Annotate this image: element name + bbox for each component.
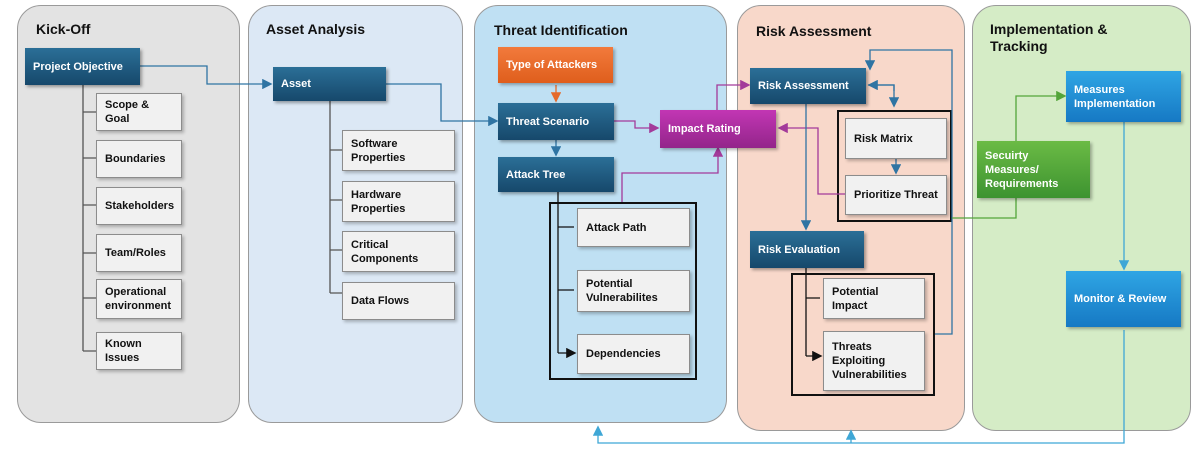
data-flows-node: Data Flows xyxy=(342,282,455,320)
boundaries-node: Boundaries xyxy=(96,140,182,178)
known-issues-node: Known Issues xyxy=(96,332,182,370)
dependencies-node: Dependencies xyxy=(577,334,690,374)
risk-evaluation-node: Risk Evaluation xyxy=(750,231,864,268)
monitor-review-node: Monitor & Review xyxy=(1066,271,1181,327)
phase-title-asset-analysis: Asset Analysis xyxy=(266,21,366,37)
potential-impact-node: Potential Impact xyxy=(823,278,925,319)
software-properties-node: Software Properties xyxy=(342,130,455,171)
potential-vulnerabilities-node: Potential Vulnerabilites xyxy=(577,270,690,312)
project-objective-node: Project Objective xyxy=(25,48,140,85)
phase-implementation xyxy=(972,5,1191,431)
critical-components-node: Critical Components xyxy=(342,231,455,272)
asset-node: Asset xyxy=(273,67,386,101)
risk-matrix-node: Risk Matrix xyxy=(845,118,947,159)
type-of-attackers-node: Type of Attackers xyxy=(498,47,613,83)
threat-scenario-node: Threat Scenario xyxy=(498,103,614,140)
risk-assessment-node: Risk Assessment xyxy=(750,68,866,104)
stakeholders-node: Stakeholders xyxy=(96,187,182,225)
security-measures-requirements-node: Secuirty Measures/ Requirements xyxy=(977,141,1090,198)
scope-goal-node: Scope & Goal xyxy=(96,93,182,131)
measures-implementation-node: Measures Implementation xyxy=(1066,71,1181,122)
phase-title-risk-assessment: Risk Assessment xyxy=(756,23,872,39)
hardware-properties-node: Hardware Properties xyxy=(342,181,455,222)
attack-tree-node: Attack Tree xyxy=(498,157,614,192)
team-roles-node: Team/Roles xyxy=(96,234,182,272)
phase-title-implementation: Implementation & Tracking xyxy=(990,21,1108,54)
attack-path-node: Attack Path xyxy=(577,208,690,247)
threats-exploiting-vulnerabilities-node: Threats Exploiting Vulnerabilities xyxy=(823,331,925,391)
phase-title-threat-identification: Threat Identification xyxy=(494,22,628,38)
impact-rating-node: Impact Rating xyxy=(660,110,776,148)
prioritize-threat-node: Prioritize Threat xyxy=(845,175,947,215)
operational-environment-node: Operational environment xyxy=(96,279,182,319)
phase-title-kickoff: Kick-Off xyxy=(36,21,91,37)
